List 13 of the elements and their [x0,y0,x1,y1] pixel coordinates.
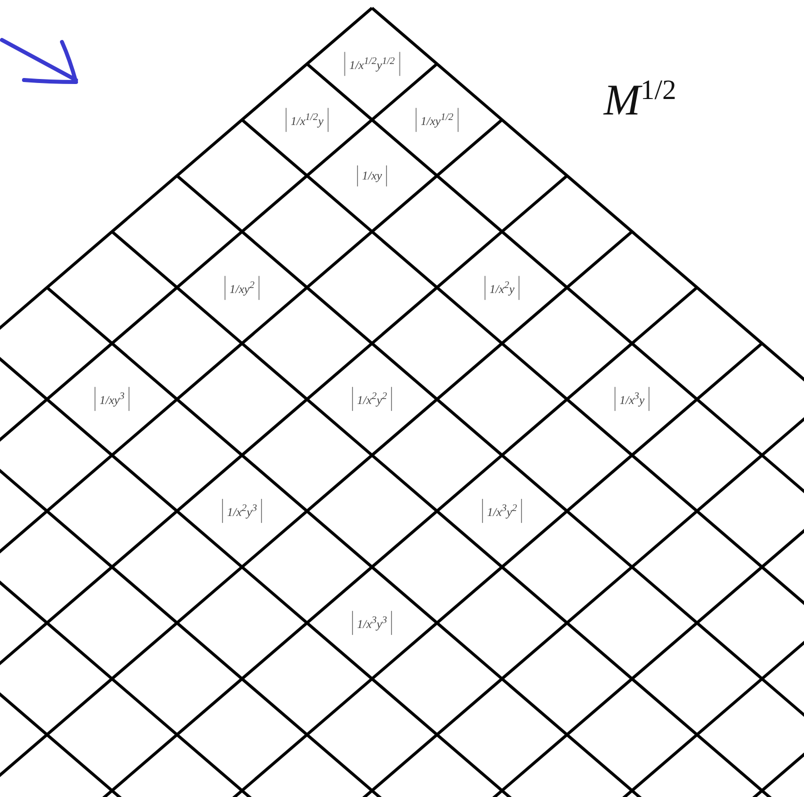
cell-fraction-label: 1/x$^{1/2}$y$^{1/2}$ [344,52,400,76]
cell-fraction-label: 1/x$^{2}$y [484,275,520,300]
cell-fraction-label: 1/xy$^{1/2}$ [416,108,458,132]
cell-fraction-label: 1/xy$^{2}$ [224,275,260,300]
cell-fraction-label: 1/x$^{2}$y$^{2}$ [352,387,392,412]
cell-fraction-label: 1/x$^{2}$y$^{3}$ [222,499,262,524]
cell-fraction-label: 1/x$^{3}$y [614,387,650,412]
matrix-label: M$^{1/2}$ [604,74,676,126]
cell-fraction-label: 1/x$^{3}$y$^{2}$ [482,499,522,524]
cell-fraction-label: 1/x$^{1/2}$y [286,108,328,132]
cell-fraction-label: 1/x$^{3}$y$^{3}$ [352,610,392,635]
cell-fraction-label: 1/xy [357,165,387,186]
cell-fraction-label: 1/xy$^{3}$ [94,387,130,412]
